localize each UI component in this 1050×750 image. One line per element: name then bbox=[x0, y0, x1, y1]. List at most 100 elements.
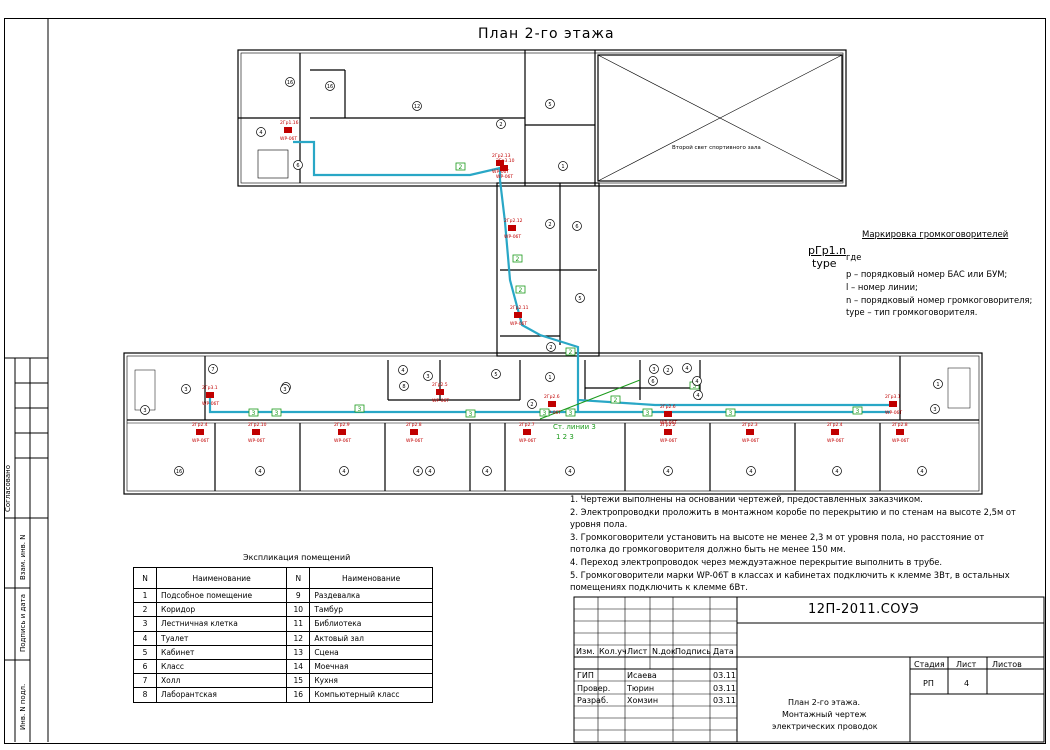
speaker-type: WP-06T bbox=[885, 410, 902, 416]
room-number-label: 3 bbox=[426, 374, 429, 380]
marking-line-3: n – порядковый номер громкоговорителя; bbox=[846, 295, 1033, 305]
room-number: 3 bbox=[181, 384, 191, 394]
room-number: 16 bbox=[325, 81, 335, 91]
room-number-label: 4 bbox=[695, 379, 698, 385]
room-number-label: 4 bbox=[685, 366, 688, 372]
speaker-id: 2Гр2.4 bbox=[827, 422, 843, 428]
room-number-label: 4 bbox=[428, 469, 431, 475]
room-number: 4 bbox=[256, 127, 266, 137]
room-number: 4 bbox=[339, 466, 349, 476]
line-marker: 3 bbox=[565, 408, 576, 417]
note-line: уровня пола. bbox=[570, 519, 628, 530]
line-marker-label: 2 bbox=[569, 349, 573, 356]
room-number: 12 bbox=[412, 101, 422, 111]
tb-header-ndok: N.док bbox=[652, 647, 676, 656]
line-marker-label: 3 bbox=[729, 410, 733, 417]
speaker-mark: 2Гр2.2WP-06T bbox=[660, 422, 677, 444]
speaker-id: 2Гр2.12 bbox=[504, 218, 523, 224]
room-number: 2 bbox=[527, 399, 537, 409]
tb-role-dev: Разраб. bbox=[577, 696, 609, 705]
note-line: потолка до громкоговорителя должно быть … bbox=[570, 544, 846, 555]
room-number-label: 2 bbox=[549, 345, 552, 351]
room-number-label: 4 bbox=[342, 469, 345, 475]
riser-label: Ст. линии 3 bbox=[553, 423, 596, 431]
room-number: 6 bbox=[293, 160, 303, 170]
speaker-id: 2Гр2.11 bbox=[510, 305, 529, 311]
line-marker: 3 bbox=[248, 408, 259, 417]
speaker-mark: 2Гр3.1WP-06T bbox=[885, 394, 902, 416]
room-number-label: 2 bbox=[530, 402, 533, 408]
line-marker-label: 2 bbox=[519, 287, 523, 294]
speaker-mark: 2Гр2.6WP-06T bbox=[660, 404, 677, 426]
room-number: 4 bbox=[693, 390, 703, 400]
marking-where: где bbox=[846, 252, 862, 262]
speaker-id: 2Гр2.9 bbox=[334, 422, 350, 428]
speaker-id: 2Гр2.13 bbox=[492, 153, 511, 159]
room-number: 1 bbox=[558, 161, 568, 171]
room-number: 3 bbox=[649, 364, 659, 374]
room-number: 7 bbox=[208, 364, 218, 374]
room-number-label: 3 bbox=[652, 367, 655, 373]
room-number-label: 4 bbox=[835, 469, 838, 475]
marking-title: Маркировка громкоговорителей bbox=[862, 230, 1009, 240]
tb-name-check: Тюрин bbox=[627, 684, 655, 693]
room-number: 4 bbox=[398, 365, 408, 375]
room-number: 16 bbox=[285, 77, 295, 87]
note-line: 4. Переход электропроводок через междуэт… bbox=[570, 556, 943, 567]
marking-line-4: type – тип громкоговорителя. bbox=[846, 307, 978, 317]
room-number: 16 bbox=[174, 466, 184, 476]
line-marker-label: 2 bbox=[614, 397, 618, 404]
line-marker-label: 3 bbox=[469, 411, 473, 418]
line-marker-label: 3 bbox=[252, 410, 256, 417]
speaker-type: WP-06T bbox=[892, 438, 909, 444]
line-marker: 2 bbox=[565, 347, 576, 356]
room-number: 5 bbox=[491, 369, 501, 379]
room-number-label: 3 bbox=[283, 387, 286, 393]
room-number: 3 bbox=[930, 404, 940, 414]
tb-role-check: Провер. bbox=[577, 684, 611, 693]
speaker-mark: 2Гр2.4WP-06T bbox=[827, 422, 844, 444]
line-marker: 3 bbox=[271, 408, 282, 417]
speaker-type: WP-06T bbox=[280, 136, 297, 142]
speaker-type: WP-06T bbox=[248, 438, 265, 444]
speaker-type: WP-06T bbox=[496, 174, 513, 180]
tb-header-date: Дата bbox=[713, 647, 734, 656]
tb-name-dev: Хомзин bbox=[627, 696, 659, 705]
room-number-label: 4 bbox=[259, 130, 262, 136]
speaker-mark: 2Гр2.6WP-06T bbox=[544, 394, 561, 416]
speaker-type: WP-06T bbox=[334, 438, 351, 444]
speaker-id: 2Гр2.6 bbox=[660, 404, 676, 410]
room-number: 3 bbox=[280, 384, 290, 394]
speaker-type: WP-06T bbox=[432, 398, 449, 404]
room-number: 4 bbox=[692, 376, 702, 386]
line-marker-label: 3 bbox=[856, 408, 860, 415]
note-line: 3. Громкоговорители установить на высоте… bbox=[570, 531, 985, 542]
room-number-label: 5 bbox=[578, 296, 581, 302]
speaker-type: WP-06T bbox=[742, 438, 759, 444]
speaker-type: WP-06T bbox=[827, 438, 844, 444]
tb-description-2: Монтажный чертеж bbox=[782, 710, 867, 719]
room-number-label: 4 bbox=[696, 393, 699, 399]
speaker-mark: 2Гр2.9WP-06T bbox=[334, 422, 351, 444]
room-number-label: 2 bbox=[666, 368, 669, 374]
room-number-label: 7 bbox=[211, 367, 214, 373]
speaker-id: 2Гр2.3 bbox=[742, 422, 758, 428]
room-number: 1 bbox=[933, 379, 943, 389]
line-marker: 3 bbox=[725, 408, 736, 417]
speaker-mark: 2Гр2.4WP-06T bbox=[192, 422, 209, 444]
sheet-frame bbox=[4, 18, 1046, 744]
speaker-type: WP-06T bbox=[660, 420, 677, 426]
room-number-label: 8 bbox=[402, 384, 405, 390]
room-number-label: 16 bbox=[287, 80, 293, 86]
riser-sub: 1 2 3 bbox=[556, 433, 574, 441]
room-number-label: 6 bbox=[575, 224, 578, 230]
speaker-id: 2Гр3.1 bbox=[885, 394, 901, 400]
line-marker: 3 bbox=[354, 404, 365, 413]
